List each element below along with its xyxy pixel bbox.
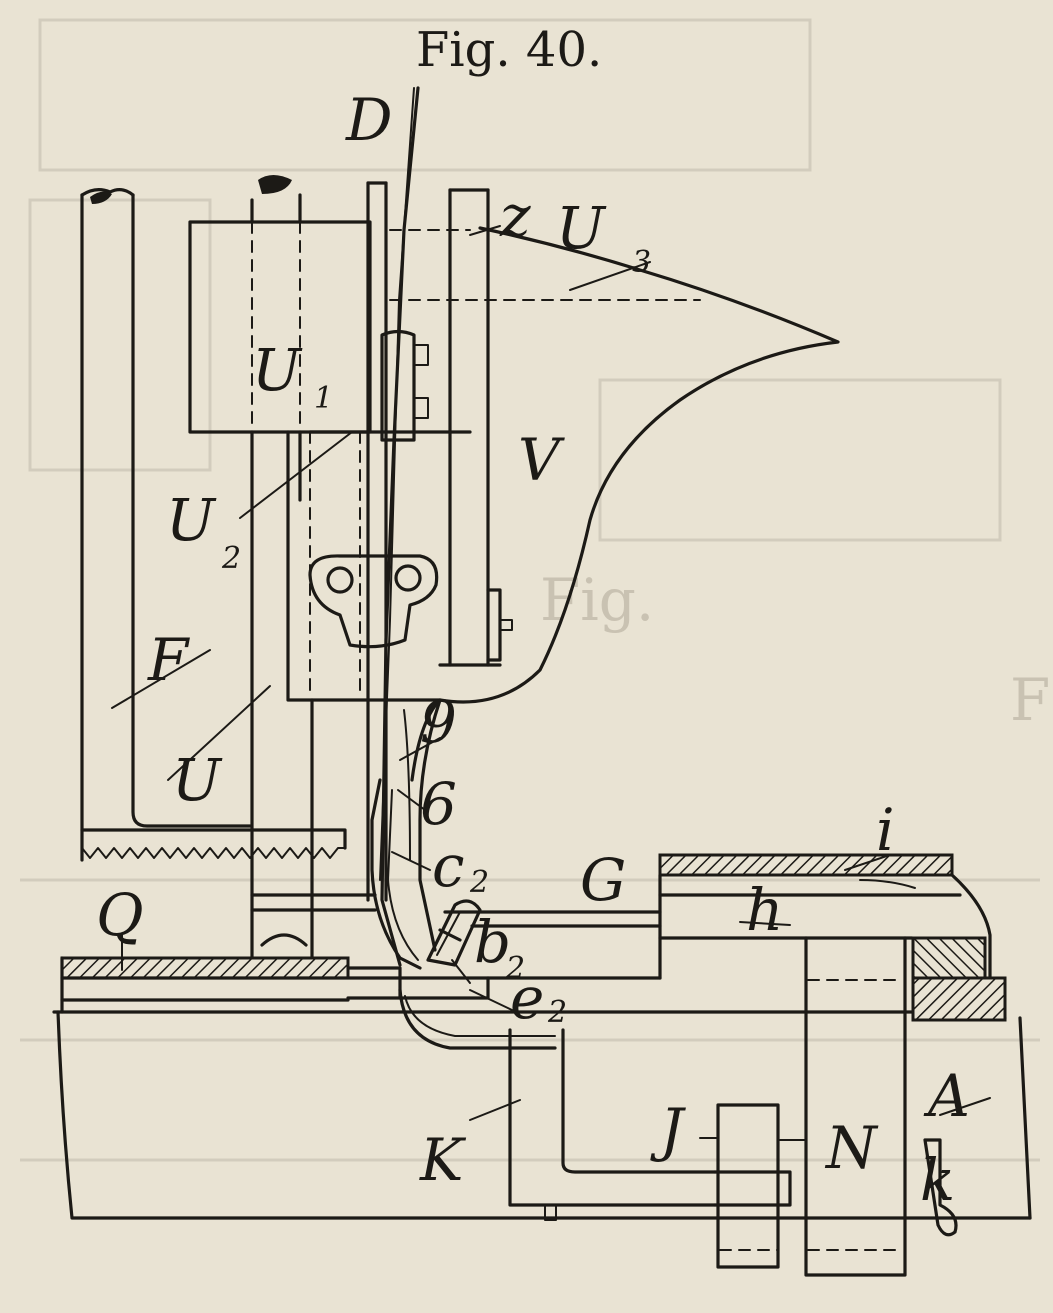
slot-plate <box>380 229 701 442</box>
body-v <box>410 226 840 782</box>
label-f: F <box>147 626 190 694</box>
ghost-f-text: F <box>1010 666 1050 734</box>
clamp-lever <box>308 554 439 649</box>
label-nine: 9 <box>420 688 457 756</box>
figure-labels: D z U 3 U 1 V U 2 F U 9 6 c 2 G i h Q b … <box>96 86 970 1214</box>
figure-title: Fig. 40. <box>416 22 602 78</box>
guide-block-u2 <box>286 430 472 702</box>
label-u2-sub: 2 <box>221 541 241 576</box>
label-u2: U <box>166 486 217 554</box>
label-b2-sub: 2 <box>505 951 525 986</box>
label-u1: U <box>252 336 303 404</box>
label-u3-sub: 3 <box>632 245 651 280</box>
leader-lines <box>111 225 991 1139</box>
thread-d <box>379 86 420 967</box>
column-u <box>250 175 377 960</box>
label-u3: U <box>556 194 607 262</box>
guide-rail-g <box>443 910 662 928</box>
label-i: i <box>876 796 895 864</box>
upright-bar-f <box>80 188 252 862</box>
label-g: G <box>580 846 626 914</box>
label-h: h <box>746 876 783 944</box>
shoe-b2 <box>426 899 482 967</box>
vertical-bar-n <box>779 936 958 1277</box>
label-u: U <box>172 746 223 814</box>
label-q: Q <box>96 881 144 949</box>
label-c2: c <box>432 832 464 900</box>
label-u1-sub: 1 <box>314 381 333 416</box>
ghost-fig-text: Fig. <box>540 566 654 634</box>
label-k-upper: K <box>419 1126 467 1194</box>
label-v: V <box>518 426 565 494</box>
bracket-k <box>508 1028 792 1221</box>
label-j: J <box>650 1096 686 1164</box>
label-n: N <box>824 1114 879 1182</box>
label-a: A <box>923 1062 970 1130</box>
table-plate-q <box>52 956 1032 1220</box>
label-e2: e <box>510 964 544 1032</box>
needle-bar <box>366 181 513 902</box>
label-b2: b <box>474 908 511 976</box>
block-j <box>716 1103 780 1269</box>
label-c2-sub: 2 <box>469 865 489 900</box>
label-six: 6 <box>420 770 457 838</box>
thread-e2 <box>398 988 557 1050</box>
label-d: D <box>345 86 393 154</box>
label-e2-sub: 2 <box>547 995 567 1030</box>
serrated-bar <box>80 828 347 859</box>
label-z: z <box>499 182 531 250</box>
label-k-lower: k <box>920 1146 955 1214</box>
presser-foot <box>370 698 442 970</box>
block-u1 <box>188 220 372 434</box>
show-through-background: Fig. F <box>20 18 1050 1162</box>
side-blocks <box>911 936 1007 1022</box>
